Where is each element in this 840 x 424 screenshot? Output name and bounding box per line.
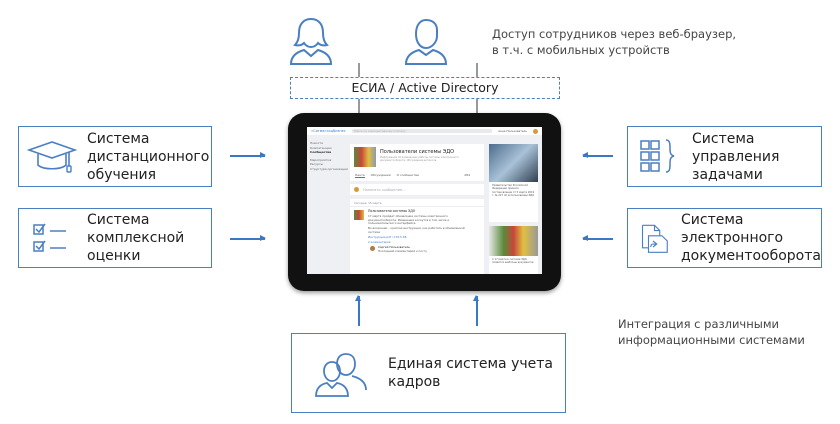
connector-line	[358, 99, 360, 113]
post-avatar	[354, 210, 364, 220]
avatar	[370, 246, 375, 252]
connector-line	[476, 63, 478, 77]
arrow-right	[230, 235, 266, 241]
arrow-up	[473, 295, 479, 326]
avatar	[354, 187, 359, 192]
community-header: Пользователи системы ЭДО Информация об и…	[350, 144, 484, 181]
post-author[interactable]: Пользователи системы ЭДО	[368, 209, 416, 213]
arrow-up	[355, 295, 361, 326]
nav-item[interactable]: Компетенции	[310, 145, 332, 150]
tab-feed[interactable]: Лента	[355, 173, 365, 178]
female-user-icon	[289, 17, 333, 65]
arrow-left	[582, 235, 613, 241]
community-desc: Информация об изменениях работы системы …	[380, 156, 459, 163]
comment: Сергей Пользователь Последний комментари…	[370, 246, 476, 253]
graduation-cap-icon	[27, 140, 77, 173]
news-card: Правительство Российской Федерации приня…	[489, 144, 538, 222]
community-image	[354, 147, 376, 167]
connector-line	[476, 99, 478, 113]
integration-note: Интеграция с различными информационными …	[618, 316, 805, 348]
comments-link[interactable]: 2 комментария	[368, 240, 391, 245]
feed-post: Сегодня, 15 марта Пользователи системы Э…	[350, 199, 484, 274]
male-user-icon	[404, 18, 448, 65]
user-name: Анна Пользователь	[498, 129, 527, 133]
arrow-left	[582, 152, 613, 158]
access-note-line: в т.ч. с мобильных устройств	[492, 43, 670, 57]
news-image	[489, 226, 538, 256]
portal-screen: «Сигма»соцбизнес Поиск по корпоративному…	[307, 127, 542, 274]
integration-note-line: информационными системами	[618, 333, 805, 347]
nav-item[interactable]: Новости	[310, 141, 324, 145]
auth-box: ЕСИА / Active Directory	[290, 77, 560, 99]
search-input[interactable]: Поиск по корпоративному порталу	[351, 128, 493, 134]
nav-item[interactable]: Ресурсы	[310, 162, 324, 166]
access-note-line: Доступ сотрудников через веб-браузер,	[492, 27, 737, 41]
news-image	[489, 144, 538, 182]
avatar	[533, 128, 538, 134]
access-note: Доступ сотрудников через веб-браузер, в …	[492, 26, 736, 58]
connector-line	[358, 63, 360, 77]
nav-item[interactable]: Сообщества	[310, 150, 332, 154]
community-title: Пользователи системы ЭДО	[380, 149, 455, 155]
news-text: С 17 марта в системе ЭДО появятся шаблон…	[492, 258, 534, 265]
integration-note-line: Интеграция с различными	[618, 317, 779, 331]
portal-topbar: «Сигма»соцбизнес Поиск по корпоративному…	[307, 127, 542, 135]
attachment-link[interactable]: Инструкция.pdf / 176,5 КБ	[368, 235, 407, 240]
post-body: Пользователи системы ЭДО 17 марта пройде…	[368, 209, 476, 253]
tab-discussions[interactable]: Обсуждения	[370, 173, 391, 177]
portal-nav: Новости Компетенции Сообщества Мероприят…	[310, 141, 350, 171]
task-list-icon	[640, 138, 675, 173]
members-count: 284	[464, 173, 470, 177]
compose-placeholder: Написать сообщение...	[363, 187, 406, 192]
nav-item[interactable]: Мероприятия	[310, 157, 332, 162]
news-text: Правительство Российской Федерации приня…	[492, 184, 535, 197]
compose-box[interactable]: Написать сообщение...	[350, 184, 484, 195]
tab-about[interactable]: О сообществе	[396, 173, 419, 177]
portal-logo: «Сигма»соцбизнес	[311, 129, 346, 133]
document-flow-icon	[641, 224, 668, 253]
feed-date: Сегодня, 15 марта	[354, 201, 382, 205]
tablet-device: «Сигма»соцбизнес Поиск по корпоративному…	[288, 113, 561, 291]
post-text: Во вложении – краткая инструкция, как ра…	[368, 226, 465, 234]
commenter-name: Сергей Пользователь	[378, 245, 410, 250]
post-text: 17 марта пройдет обновление системы элек…	[368, 214, 450, 226]
users-icon	[315, 353, 367, 397]
arrow-right	[230, 152, 266, 158]
nav-item[interactable]: Структура организации	[310, 166, 348, 171]
checklist-icon	[33, 223, 66, 252]
comment-text: Последний комментарий к посту	[378, 248, 427, 253]
news-card: С 17 марта в системе ЭДО появятся шаблон…	[489, 226, 538, 274]
